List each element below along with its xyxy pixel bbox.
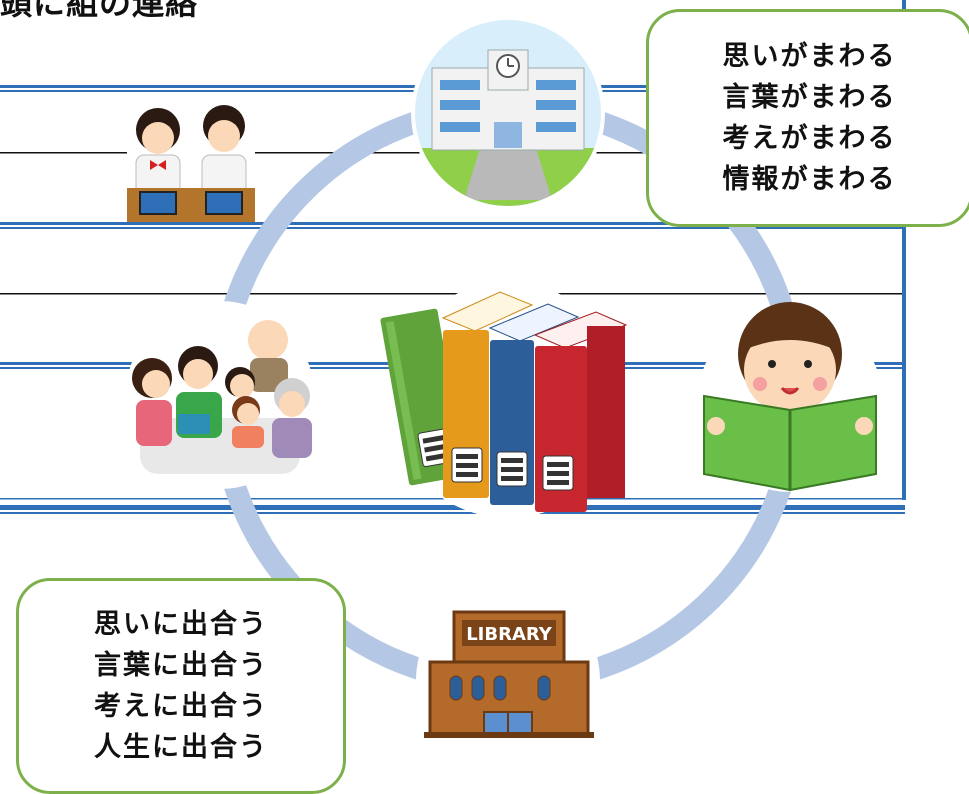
library-sign: LIBRARY	[466, 624, 553, 645]
books-icon	[380, 282, 628, 518]
callout-encounter-line-4: 人生に出合う	[94, 732, 268, 763]
callout-encounter-line-2: 言葉に出合う	[94, 650, 268, 681]
students-icon	[127, 94, 255, 222]
callout-encounter: 思いに出合う 言葉に出合う 考えに出合う 人生に出合う	[16, 578, 346, 794]
callout-encounter-line-3: 考えに出合う	[94, 691, 268, 722]
callout-circulate-line-4: 情報がまわる	[722, 164, 897, 195]
boy-reading-icon	[698, 302, 882, 492]
callout-circulate-line-1: 思いがまわる	[722, 41, 897, 72]
callout-circulate-line-2: 言葉がまわる	[722, 82, 897, 113]
family-reading-icon	[126, 301, 314, 489]
callout-circulate: 思いがまわる 言葉がまわる 考えがまわる 情報がまわる	[646, 9, 969, 227]
callout-circulate-line-3: 考えがまわる	[722, 123, 897, 154]
school-icon	[411, 16, 605, 210]
library-building-icon: LIBRARY	[416, 588, 600, 772]
title-fragment: 頭に組の連絡	[0, 0, 199, 22]
callout-encounter-line-1: 思いに出合う	[94, 609, 268, 640]
